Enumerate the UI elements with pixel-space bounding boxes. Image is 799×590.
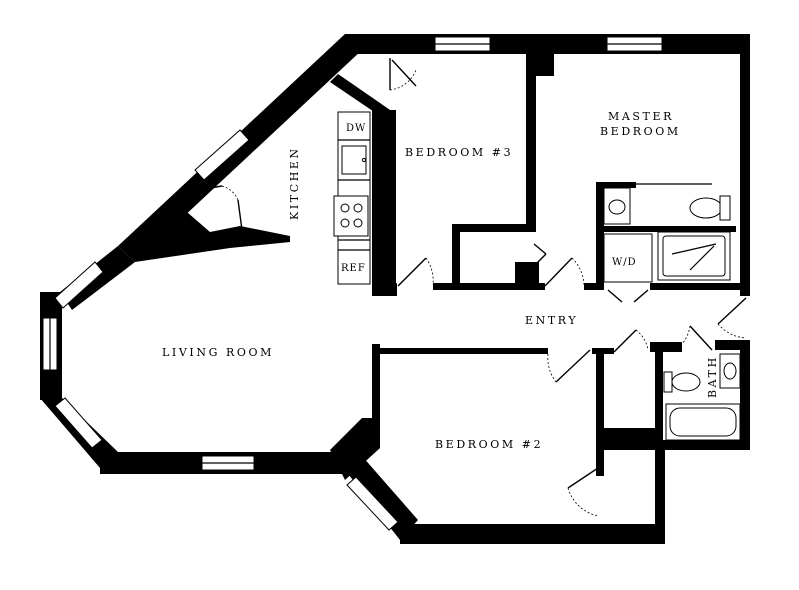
dishwasher-label: DW — [346, 123, 366, 134]
bath-label: BATH — [706, 355, 719, 398]
interior-walls — [135, 54, 750, 476]
kitchen-label: KITCHEN — [288, 146, 301, 220]
master-bath-fixtures — [603, 183, 731, 283]
master-bedroom-label-line2: BEDROOM — [600, 125, 681, 138]
room-labels: KITCHEN BEDROOM #3 MASTER BEDROOM LIVING… — [162, 110, 719, 451]
master-bedroom-label-line1: MASTER — [608, 110, 674, 123]
windows — [42, 36, 663, 531]
entry-label: ENTRY — [525, 314, 578, 327]
kitchen-fixtures — [333, 111, 371, 285]
bedroom3-label: BEDROOM #3 — [405, 146, 513, 159]
washer-dryer-label: W/D — [612, 257, 637, 268]
doors — [197, 58, 747, 517]
living-room-label: LIVING ROOM — [162, 346, 274, 359]
refrigerator-label: REF — [341, 263, 366, 274]
bedroom2-label: BEDROOM #2 — [435, 438, 543, 451]
hall-bath-fixtures — [663, 353, 741, 441]
